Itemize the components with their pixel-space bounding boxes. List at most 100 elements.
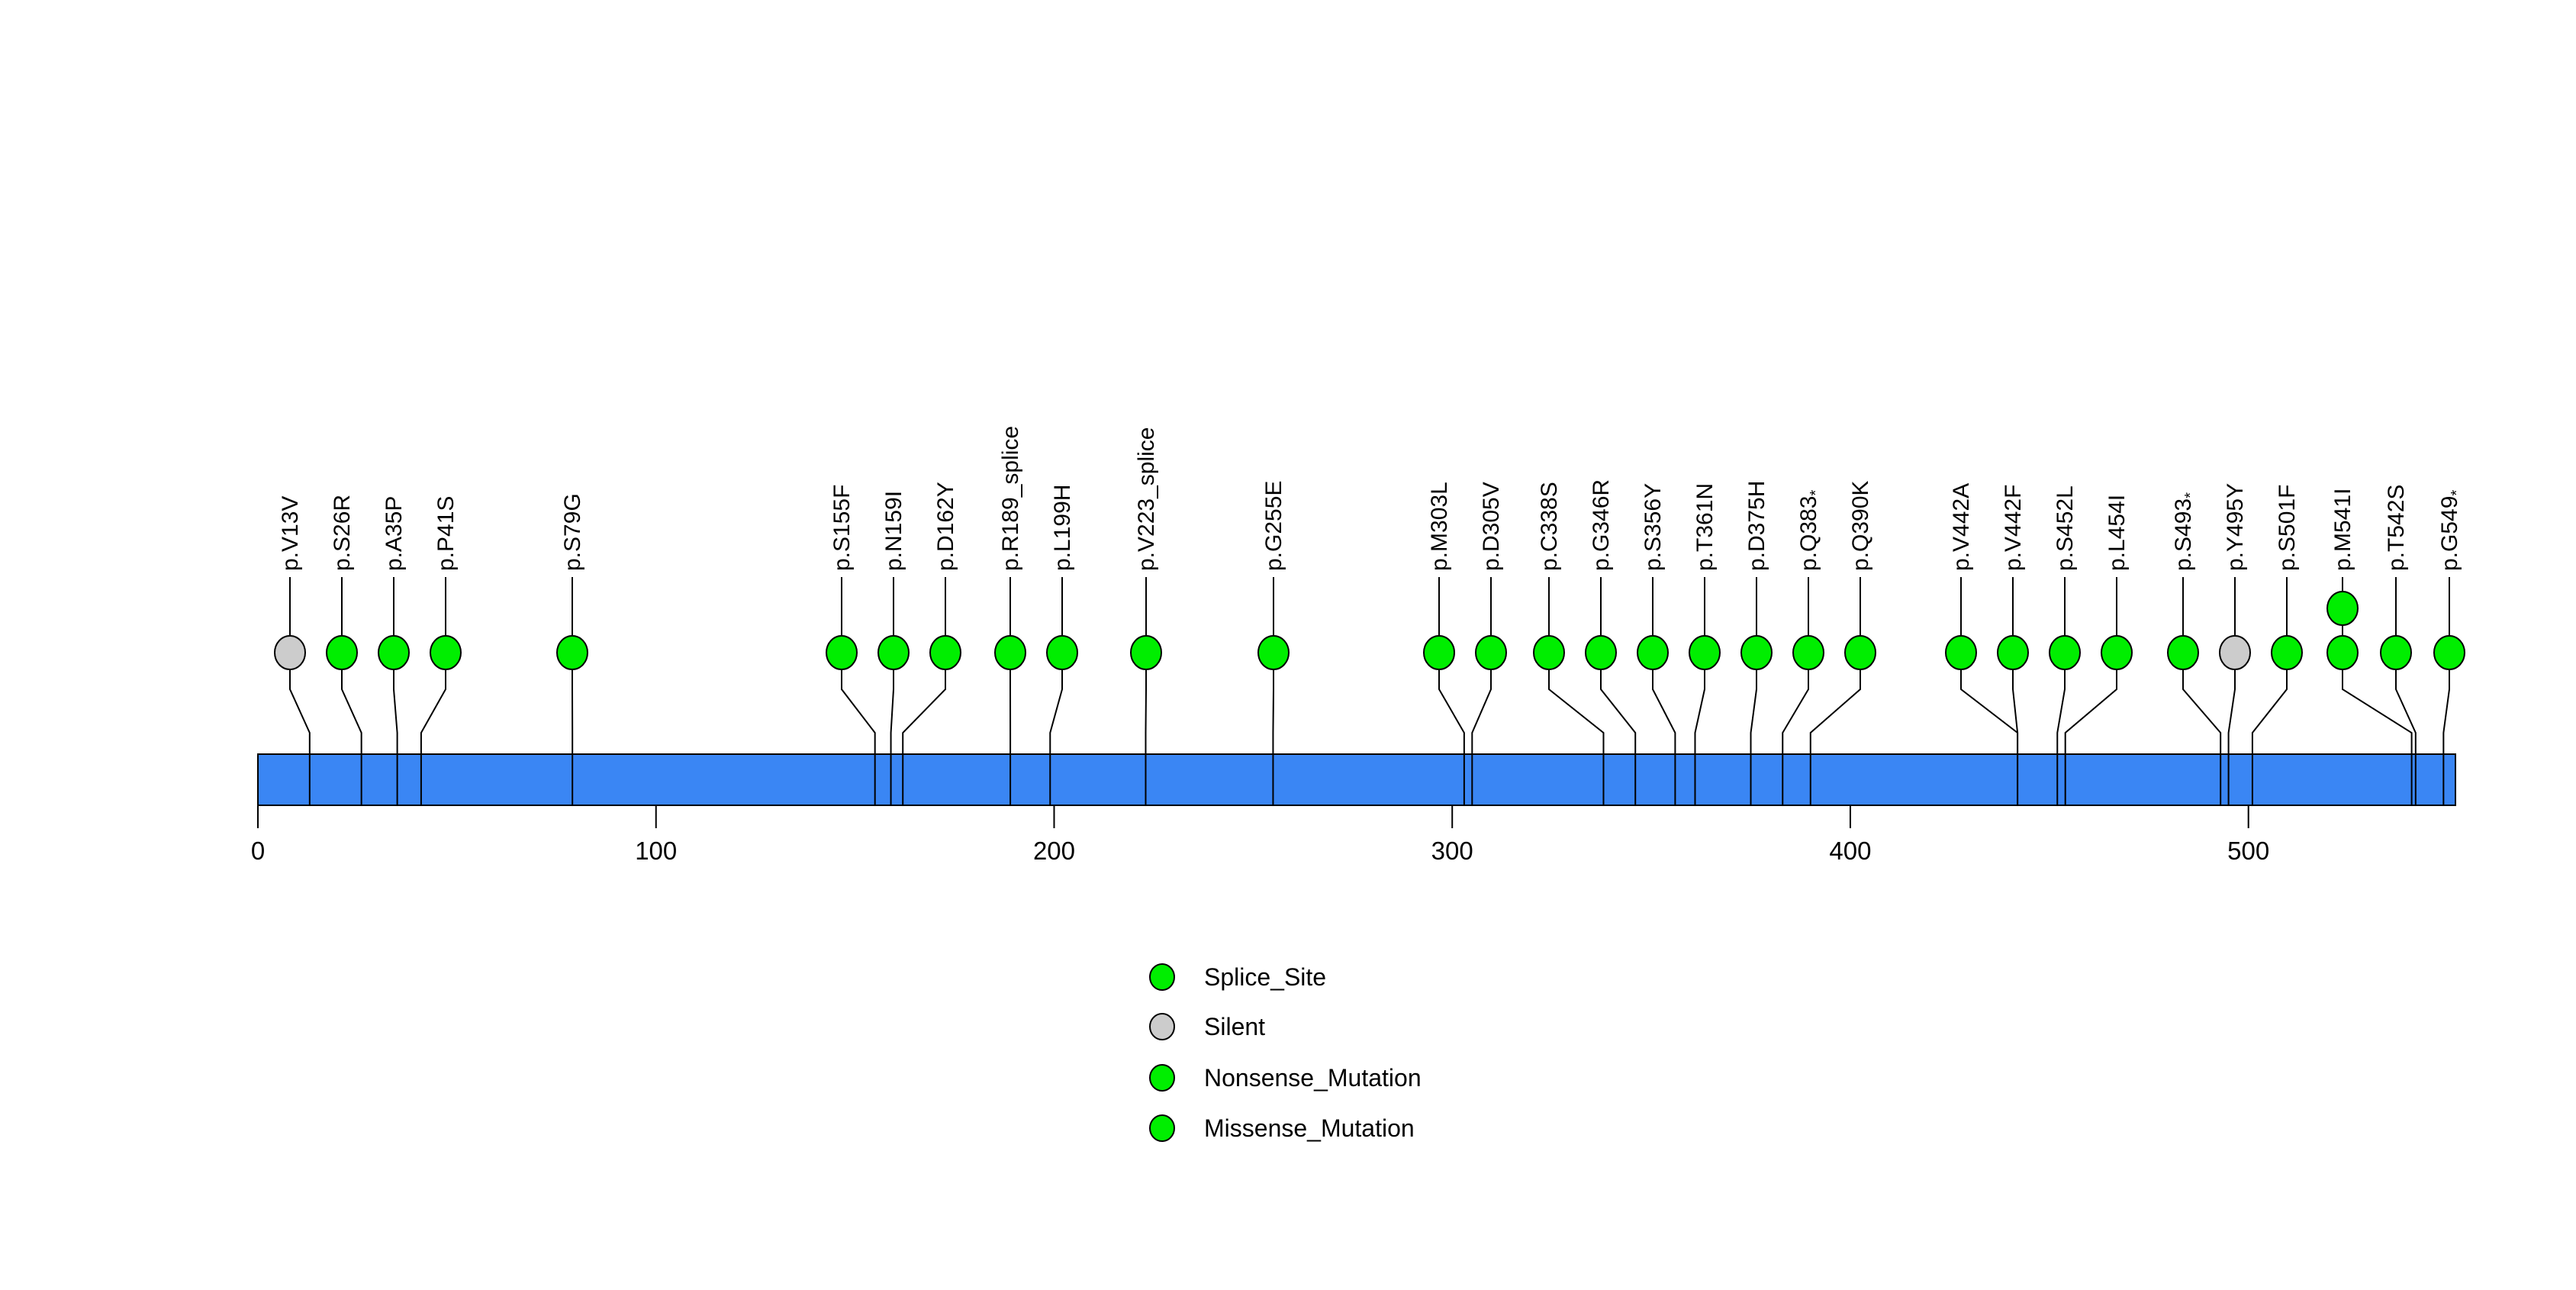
mutation-marker	[826, 635, 858, 670]
mutation-stem	[289, 577, 311, 805]
mutation-stem	[2442, 577, 2450, 805]
mutation-marker	[326, 635, 358, 670]
mutation-stem	[1782, 577, 1809, 805]
mutation-marker	[1997, 635, 2029, 670]
mutation-marker	[1257, 635, 1290, 670]
mutation-stem	[1049, 577, 1063, 805]
mutation-label: p.S155F	[829, 485, 855, 571]
mutation-label: p.A35P	[382, 496, 407, 571]
legend-swatch	[1149, 963, 1175, 991]
mutation-label: p.D162Y	[933, 482, 958, 571]
mutation-marker	[929, 635, 961, 670]
legend-label: Nonsense_Mutation	[1204, 1064, 1422, 1092]
mutation-stem	[902, 577, 946, 805]
mutation-marker	[2326, 635, 2359, 670]
mutation-label: p.S452L	[2053, 485, 2078, 571]
axis-tick-label: 500	[2227, 837, 2269, 865]
mutation-marker	[1844, 635, 1876, 670]
mutation-label: p.V442A	[1949, 483, 1974, 571]
mutation-stem	[890, 577, 894, 805]
mutation-label: p.V223_splice	[1134, 427, 1159, 571]
mutation-marker	[1585, 635, 1617, 670]
mutation-label: p.T361N	[1692, 483, 1718, 571]
mutation-marker	[1637, 635, 1669, 670]
axis-tick-label: 100	[635, 837, 677, 865]
mutation-label: p.T542S	[2384, 485, 2409, 571]
mutation-stem	[1471, 577, 1492, 805]
mutation-label: p.L454I	[2104, 495, 2130, 571]
mutation-label: p.V13V	[278, 496, 303, 571]
mutation-marker	[274, 635, 306, 670]
mutation-label: p.V442F	[2001, 485, 2026, 571]
mutation-label: p.M541I	[2330, 489, 2355, 571]
mutation-marker	[1046, 635, 1078, 670]
mutation-marker	[2101, 635, 2133, 670]
legend-swatch	[1149, 1114, 1175, 1142]
mutation-stem	[1438, 577, 1465, 805]
mutation-label: p.S79G	[560, 493, 585, 571]
mutation-label: p.M303L	[1427, 482, 1452, 571]
mutation-label: p.S493*	[2171, 492, 2199, 571]
axis-tick-label: 200	[1033, 837, 1075, 865]
legend-swatch	[1149, 1013, 1175, 1040]
mutation-marker	[2433, 635, 2465, 670]
legend-swatch	[1149, 1064, 1175, 1092]
legend-label: Missense_Mutation	[1204, 1114, 1415, 1142]
mutation-label: p.P41S	[433, 496, 459, 571]
mutation-stem	[1272, 577, 1274, 805]
mutation-marker	[1945, 635, 1977, 670]
mutation-marker	[2167, 635, 2199, 670]
mutation-marker	[1740, 635, 1773, 670]
mutation-stem	[1548, 577, 1605, 805]
mutation-stem	[341, 577, 362, 805]
protein-bar	[257, 753, 2456, 806]
mutation-marker	[1792, 635, 1824, 670]
mutation-stem	[1600, 577, 1637, 805]
mutation-marker	[556, 635, 588, 670]
axis-tick-label: 400	[1829, 837, 1871, 865]
mutation-marker	[2326, 591, 2359, 626]
mutation-marker	[1475, 635, 1507, 670]
mutation-label: p.D305V	[1479, 482, 1504, 571]
mutation-marker	[1533, 635, 1565, 670]
mutation-stem	[1652, 577, 1676, 805]
mutation-stem	[1750, 577, 1757, 805]
legend-label: Silent	[1204, 1013, 1265, 1040]
mutation-label: p.Q390K	[1848, 481, 1873, 571]
mutation-stem	[2064, 577, 2117, 805]
mutation-stem	[393, 577, 398, 805]
mutation-label: p.N159I	[881, 491, 906, 571]
mutation-marker	[877, 635, 910, 670]
axis-tick-label: 0	[251, 837, 265, 865]
mutation-stem	[2227, 577, 2236, 805]
mutation-stem	[2251, 577, 2288, 805]
legend-label: Splice_Site	[1204, 963, 1326, 991]
mutation-marker	[378, 635, 410, 670]
mutation-stem	[1809, 577, 1861, 805]
mutation-stem	[1694, 577, 1705, 805]
mutation-marker	[2271, 635, 2303, 670]
mutation-label: p.S26R	[330, 495, 355, 571]
mutation-marker	[2380, 635, 2412, 670]
mutation-stem	[420, 577, 446, 805]
mutation-stem	[2056, 577, 2066, 805]
mutation-stem	[2182, 577, 2222, 805]
mutation-marker	[1689, 635, 1721, 670]
mutation-stem	[2395, 577, 2417, 805]
mutation-stem	[841, 577, 876, 805]
mutation-label: p.D375H	[1744, 481, 1769, 571]
mutation-label: p.C338S	[1537, 482, 1562, 571]
mutation-marker	[1423, 635, 1455, 670]
mutation-label: p.G549*	[2437, 490, 2465, 571]
mutation-marker	[2219, 635, 2251, 670]
axis-tick-label: 300	[1431, 837, 1473, 865]
mutation-stem	[1145, 577, 1147, 805]
mutation-label: p.G255E	[1261, 481, 1286, 571]
mutation-label: p.S501F	[2275, 485, 2300, 571]
mutation-label: p.R189_splice	[998, 426, 1023, 571]
mutation-label: p.G346R	[1589, 479, 1614, 571]
mutation-marker	[994, 635, 1026, 670]
mutation-label: p.L199H	[1050, 485, 1075, 571]
